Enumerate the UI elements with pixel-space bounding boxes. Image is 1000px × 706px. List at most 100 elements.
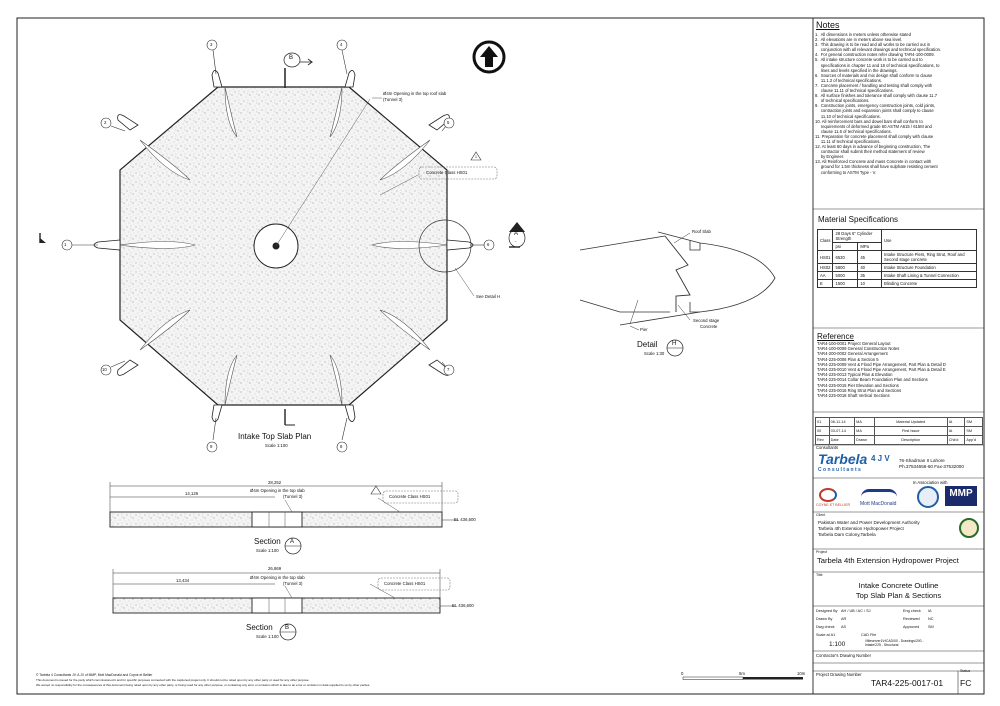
list-item: 5. All intake structure concrete work is… <box>815 57 923 63</box>
association-label: In Association with <box>913 480 948 485</box>
section-a-class: Concrete Class HS01 <box>389 494 431 499</box>
mat-cell: 40 <box>857 263 882 272</box>
mat-cell: 10 <box>857 279 882 288</box>
list-item: TAR4-225-0013 Typical Plan & Elevation <box>817 372 893 378</box>
rev-cell: IA <box>946 426 966 436</box>
pier-label-3: 3 <box>210 42 213 47</box>
pier-number-markers <box>61 39 495 453</box>
list-item: ground for 1.5m thickness shall have sul… <box>815 164 938 170</box>
rev-cell: SM <box>964 417 983 427</box>
approved: SM <box>928 625 934 629</box>
notes-title: Notes <box>816 20 840 30</box>
section-cut-left <box>39 233 46 243</box>
list-item: TAR4-100-0009 General Construction Notes <box>817 346 900 352</box>
scale-bar-10: 10m <box>797 671 806 676</box>
mat-cell: 1500 <box>832 279 859 288</box>
mat-cell: 45 <box>857 250 882 264</box>
detail-title: Detail <box>637 340 658 349</box>
contractor-number-label: Contractor's Drawing Number <box>816 653 872 658</box>
drawing-title-2: Top Slab Plan & Sections <box>855 591 942 600</box>
pier-label-6: 6 <box>487 242 490 247</box>
mat-cell: 35 <box>857 271 882 280</box>
list-item: 6. Sources of materials and mix design s… <box>815 72 933 78</box>
mat-cell: Intake Structure Piers, Ring Strut, Roof… <box>881 250 977 264</box>
rev-head: Date <box>828 435 856 445</box>
reviewed-label: Reviewed <box>903 617 920 621</box>
list-item: clause 11.11 of technical specifications… <box>815 88 894 94</box>
materials-table: Class 28 Days 6" Cylinder Strength Use p… <box>816 229 977 288</box>
rev-cell: Material Updated <box>873 417 948 427</box>
pier-label-7: 7 <box>447 367 450 372</box>
list-item: 8. All surface finishes and tolerance sh… <box>815 93 938 99</box>
consultants-address-2: Ph.37534656-60 Fax-37532000 <box>899 464 964 469</box>
scale-bar-5: 5m <box>739 671 745 676</box>
notes-list: 1. All dimensions in meters unless other… <box>815 32 981 175</box>
section-b-opening-sub: (Tunnel 3) <box>283 581 303 586</box>
seal-icon <box>917 486 939 508</box>
cad-path: \\fileserver1\HCAD\00 - Drawings\200 - I… <box>865 639 924 648</box>
section-a-letter: A <box>514 231 519 237</box>
mat-cell: 6530 <box>832 250 859 264</box>
mmp-logo: MMP <box>945 486 977 506</box>
list-item: 11.11 of technical specifications. <box>815 138 881 144</box>
detail-roof-slab: Roof Slab <box>692 229 711 234</box>
mat-head-use: Use <box>881 229 977 251</box>
list-item: 11.1.2 of technical specifications. <box>815 77 882 83</box>
mat-head-psi: psi <box>832 242 859 251</box>
mott-logo-icon <box>861 489 897 502</box>
list-item: TAR4-225-0014 Collar Beam Foundation Pla… <box>817 377 928 383</box>
section-a-opening: Ø4m Opening in the top slab <box>250 488 305 493</box>
list-item: 2. All elevations are in meters above se… <box>815 37 903 43</box>
list-item: lines and levels specified in the drawin… <box>815 67 898 73</box>
section-b-title: Section <box>246 623 273 632</box>
mat-cell: E <box>816 279 834 288</box>
client-line-3: Tarbela Dam Colony,Tarbela <box>818 532 876 537</box>
list-item: conjunction with all relevant drawings a… <box>815 47 942 53</box>
client-line-1: Pakistan Water and Power Development Aut… <box>818 520 920 525</box>
mat-cell: 5800 <box>832 263 859 272</box>
detail-h-marker <box>666 339 684 357</box>
rev-cell: MA <box>854 417 875 427</box>
consultants-address-1: 76-Shadman II Lahore <box>899 458 945 463</box>
status-label: Status <box>960 669 971 673</box>
drawn-by-label: Drawn By <box>816 617 833 621</box>
pier-slots <box>119 86 448 406</box>
rev-cell: SM <box>964 426 983 436</box>
list-item: TAR4-100-0001 Project General Layout <box>817 341 891 346</box>
mat-cell: AA <box>816 271 834 280</box>
section-marker-a-plan <box>508 222 526 248</box>
section-a-el: EL 436,600 <box>454 517 476 522</box>
plan-title: Intake Top Slab Plan <box>238 432 312 441</box>
rev-head: Rev <box>815 435 830 445</box>
footer-copyright: © Tarbela 4 Consultants JV. A JV of MMP,… <box>36 673 153 677</box>
list-item: specifications in chapter 11 and 18 of t… <box>815 62 940 68</box>
consultants-label: Consultants <box>816 445 839 450</box>
list-item: 7. Concrete placement / handling and tes… <box>815 82 933 88</box>
title-label: Title <box>816 573 823 577</box>
designed-by: AH / UB / AC / SJ <box>841 609 871 613</box>
project-label: Project <box>816 550 828 554</box>
dwg-check: AS <box>841 625 847 629</box>
cad-label: CAD File <box>861 633 877 637</box>
project-name: Tarbela 4th Extension Hydropower Project <box>817 556 959 565</box>
rev-head: Chk'd <box>946 435 966 445</box>
section-a-dim-part: 14,126 <box>185 491 199 496</box>
detail-second-stage: Second stage <box>693 318 720 323</box>
detail-pier: Pier <box>640 327 648 332</box>
title-block-lines <box>813 208 984 694</box>
list-item: TAR4-225-0010 Vent & Flood Pipe Arrangem… <box>817 367 946 373</box>
dwg-check-label: Dwg check <box>816 625 835 629</box>
scale-bar <box>682 676 803 680</box>
list-item: contractor shall submit their method sta… <box>815 149 925 155</box>
project-drawing-number: TAR4-225-0017-01 <box>871 678 944 688</box>
list-item: 12. At least 60 days in advance of begin… <box>815 144 931 150</box>
list-item: TAR4-225-0018 Shaft Vertical Sections <box>817 393 890 399</box>
section-cut-bottom <box>284 409 295 426</box>
concrete-class-label: Concrete Class HS01 <box>426 170 468 175</box>
list-item: 11.10 of technical specifications. <box>815 113 881 119</box>
pier-label-10: 10 <box>102 367 107 372</box>
